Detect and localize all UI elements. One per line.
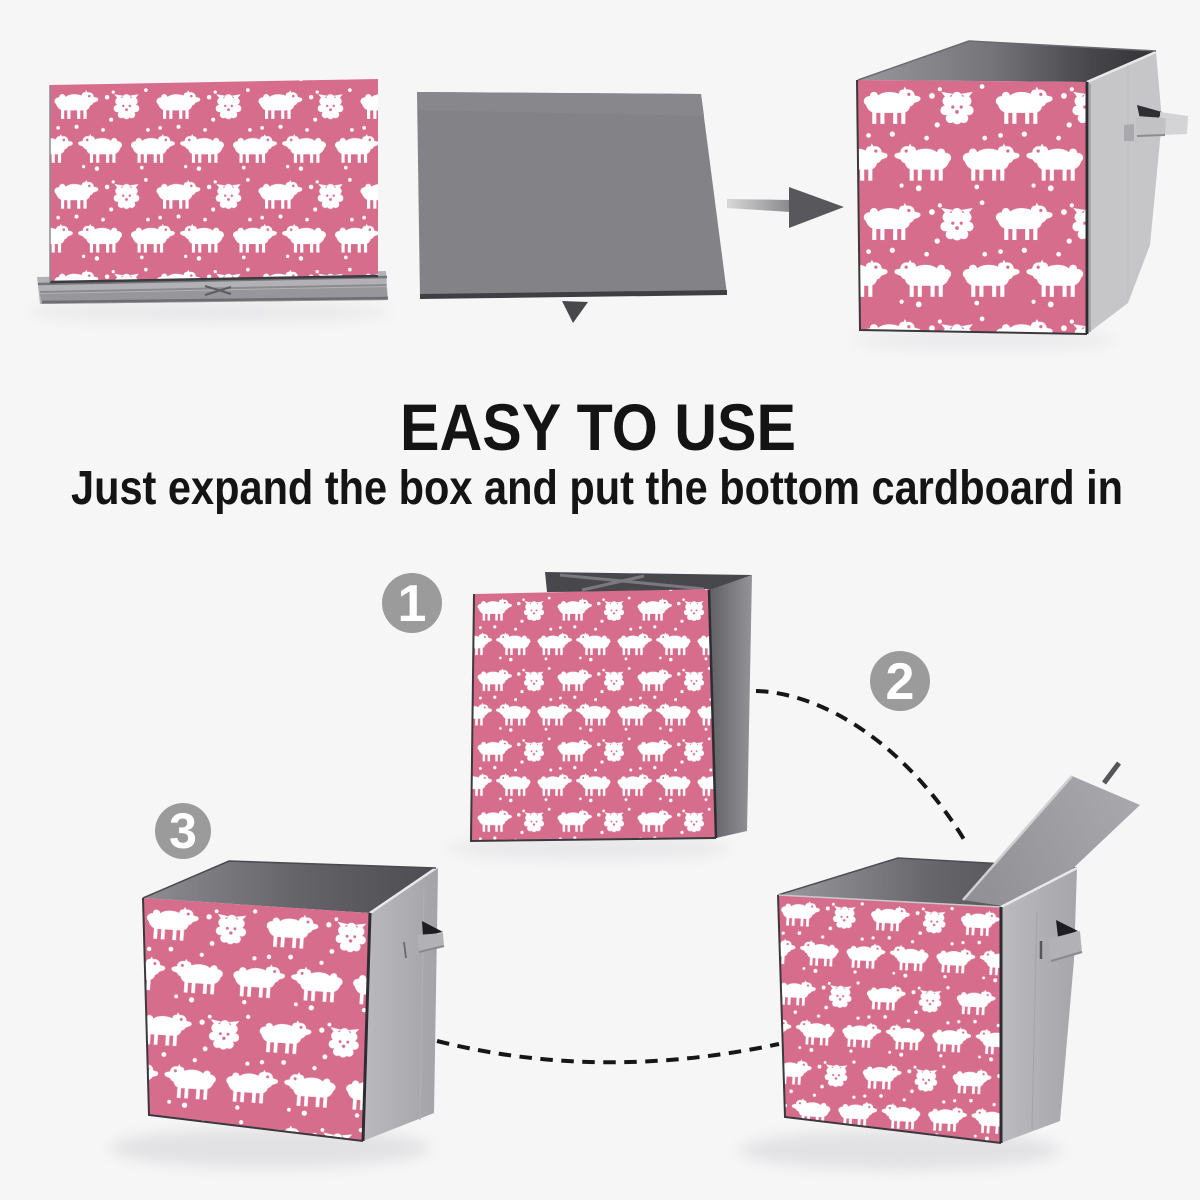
svg-text:3: 3 xyxy=(169,803,197,859)
svg-text:2: 2 xyxy=(886,653,915,711)
svg-text:1: 1 xyxy=(398,575,427,633)
svg-text:EASY TO USE: EASY TO USE xyxy=(400,390,796,464)
svg-text:Just expand the box and put th: Just expand the box and put the bottom c… xyxy=(71,462,1123,515)
